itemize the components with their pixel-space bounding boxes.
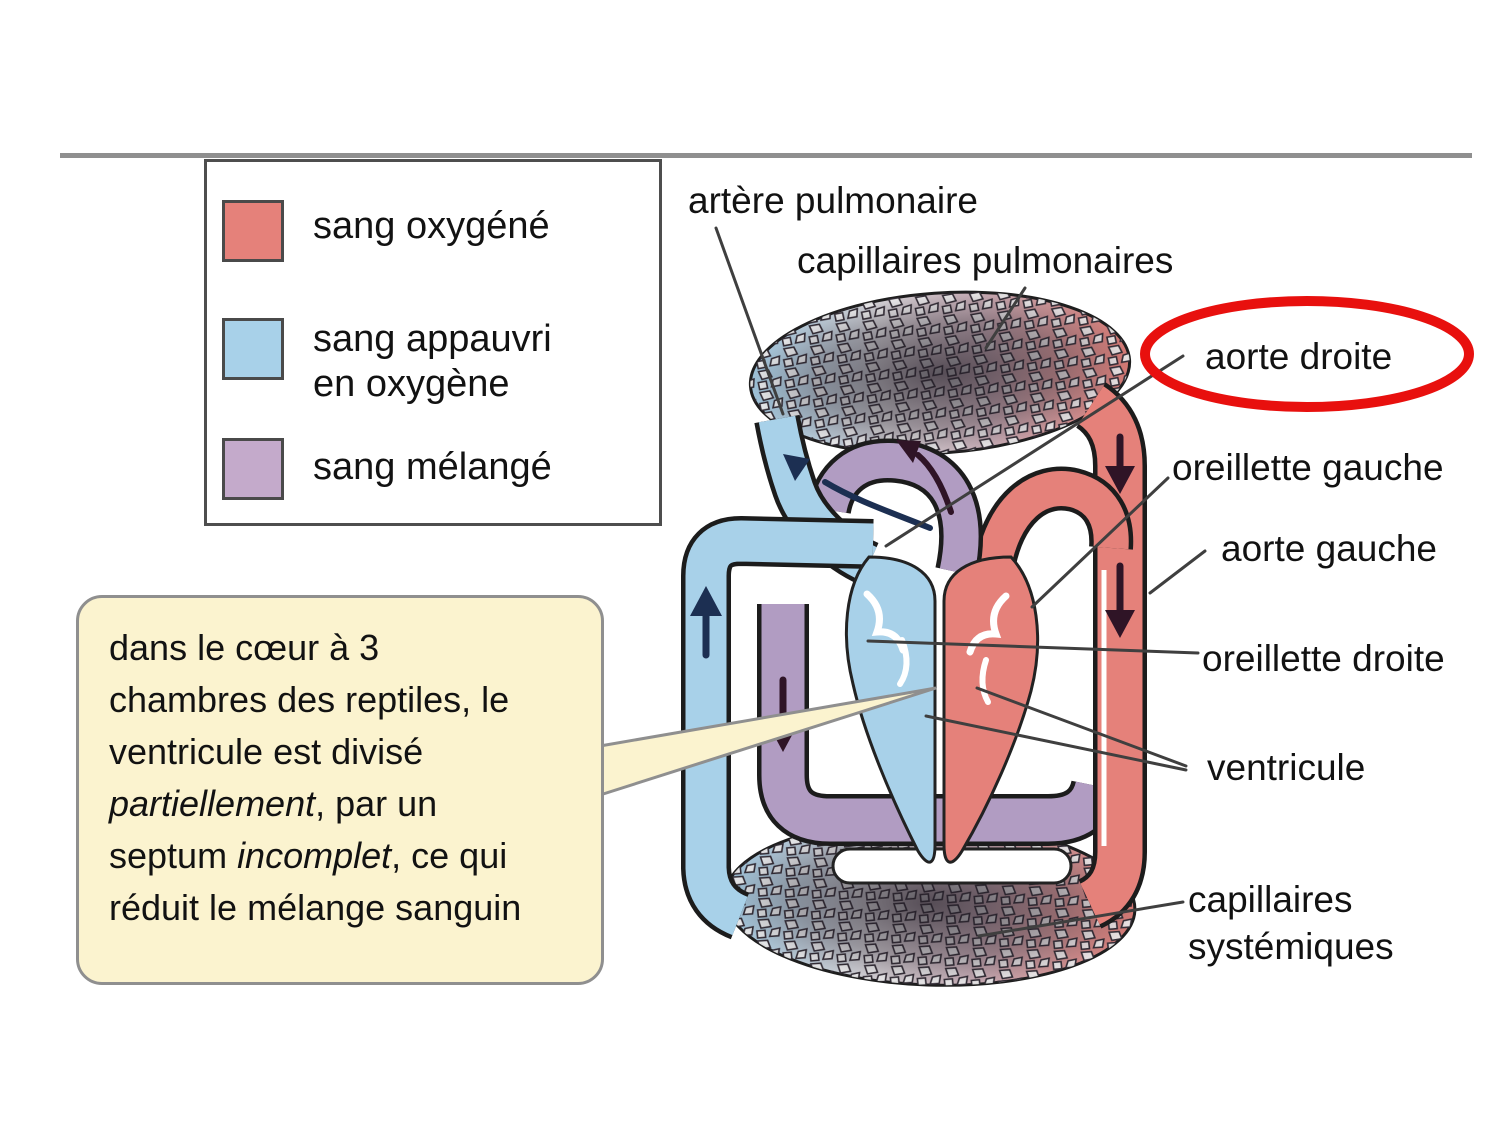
label-ventricule: ventricule: [1207, 747, 1366, 788]
flow-down-arrow-right-top: [1105, 433, 1135, 494]
leader-oreillette-gauche: [1030, 476, 1170, 609]
legend-label-deoxygenated: sang appauvri en oxygène: [313, 318, 552, 405]
leader-aorte-gauche: [1148, 549, 1207, 595]
callout-seg-4-italic: incomplet: [237, 835, 392, 876]
label-aorte-gauche: aorte gauche: [1221, 528, 1438, 569]
label-aorte-droite: aorte droite: [1205, 336, 1393, 377]
leader-aorte-droite: [884, 354, 1185, 548]
right-aorta-arch-mixed: [807, 438, 983, 577]
flow-down-arrow-right-mid: [1105, 562, 1135, 638]
leader-ventricule-2: [924, 714, 1188, 772]
legend-swatch-mixed: [222, 438, 284, 500]
right-aorta-tube: [1074, 382, 1147, 929]
legend-box: sang oxygéné sang appauvri en oxygène sa…: [204, 159, 662, 526]
annotation-callout: dans le cœur à 3 chambres des reptiles, …: [76, 595, 604, 985]
callout-seg-3: , par un septum: [109, 783, 438, 876]
callout-seg-5: , ce qui réduit le mélange sanguin: [109, 835, 522, 928]
leader-ventricule-1: [975, 686, 1188, 768]
flow-arrow-pulmonary-artery: [783, 454, 933, 531]
leader-capillaires-pulmonaires: [984, 286, 1027, 350]
callout-seg-1: dans le cœur à 3 chambres des reptiles, …: [109, 627, 510, 772]
leader-capillaires-systemiques: [977, 900, 1185, 938]
mixed-blood-loop-vessel: [757, 604, 1123, 846]
leader-oreillette-droite: [866, 639, 1200, 655]
left-atrium-arch: [970, 466, 1134, 578]
pulmonary-capillaries-mesh: [748, 290, 1132, 456]
label-oreillette-gauche: oreillette gauche: [1172, 447, 1444, 488]
vena-cava-tube: [681, 516, 874, 940]
label-artere-pulmonaire: artère pulmonaire: [688, 180, 978, 221]
legend-label-oxygenated: sang oxygéné: [313, 205, 550, 247]
label-capillaires-pulmonaires: capillaires pulmonaires: [797, 240, 1174, 281]
leader-lines: [714, 226, 1207, 938]
legend-label-mixed: sang mélangé: [313, 446, 552, 488]
top-divider-rule: [60, 153, 1472, 158]
leader-artere-pulmonaire: [714, 226, 785, 416]
legend-swatch-deoxygenated: [222, 318, 284, 380]
annotation-callout-text: dans le cœur à 3 chambres des reptiles, …: [109, 622, 595, 934]
heart-right-side-blue: [844, 555, 937, 864]
heart-left-side-red: [942, 555, 1040, 864]
label-capillaires-systemiques: capillaires systémiques: [1188, 879, 1394, 967]
highlight-ellipse-aorte-droite: [1140, 296, 1474, 412]
legend-swatch-oxygenated: [222, 200, 284, 262]
heart: [844, 555, 1040, 864]
flow-up-arrow-left: [690, 586, 722, 659]
callout-seg-2-italic: partiellement: [109, 783, 316, 824]
label-oreillette-droite: oreillette droite: [1202, 638, 1445, 679]
